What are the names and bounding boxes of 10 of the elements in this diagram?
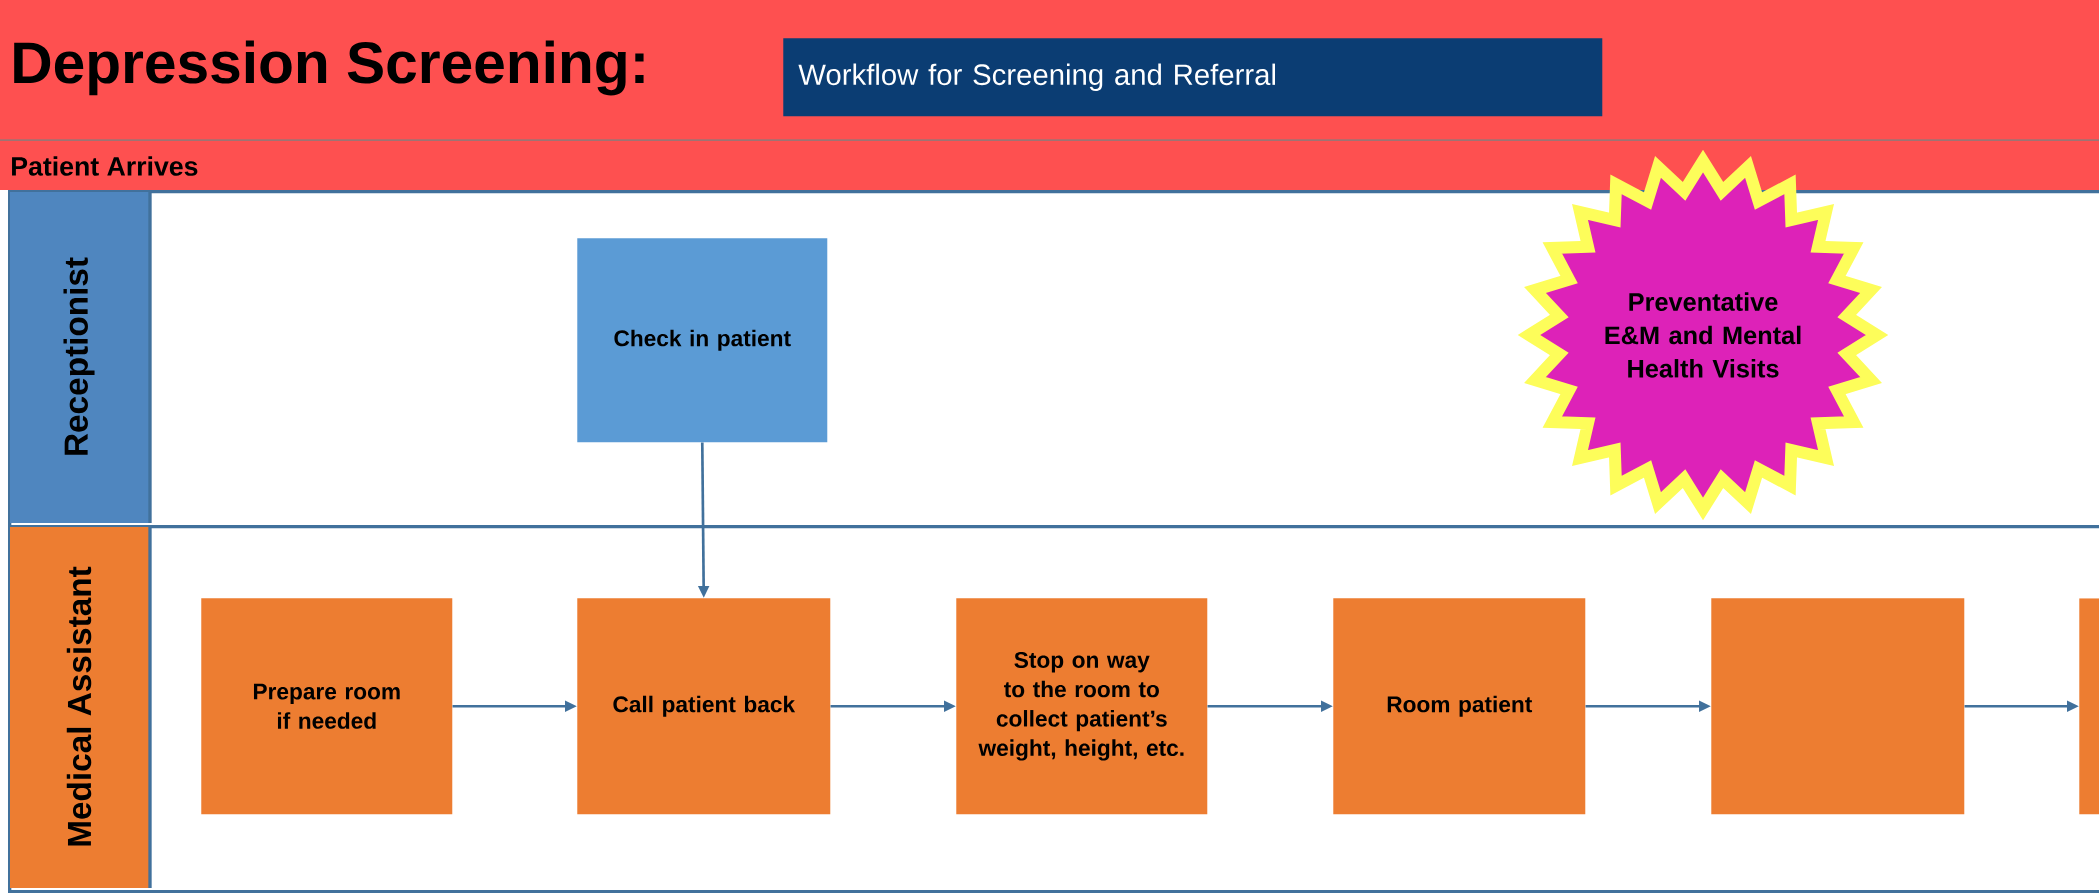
- process-box: Prepare room if needed: [201, 598, 453, 815]
- subtitle-box: Workflow for Screening and Referral: [783, 38, 1603, 117]
- title: Depression Screening:: [14, 40, 644, 96]
- process-box: Room patient: [1333, 598, 1586, 815]
- process-box: [1711, 598, 1965, 815]
- heading: Patient Arrives: [12, 156, 198, 176]
- process-box: [2079, 598, 2099, 815]
- process-box: Check in patient: [577, 238, 828, 443]
- process-box: Call patient back: [577, 598, 831, 815]
- process-box: Stop on way to the room to collect patient’s weight, height, etc.: [956, 598, 1208, 815]
